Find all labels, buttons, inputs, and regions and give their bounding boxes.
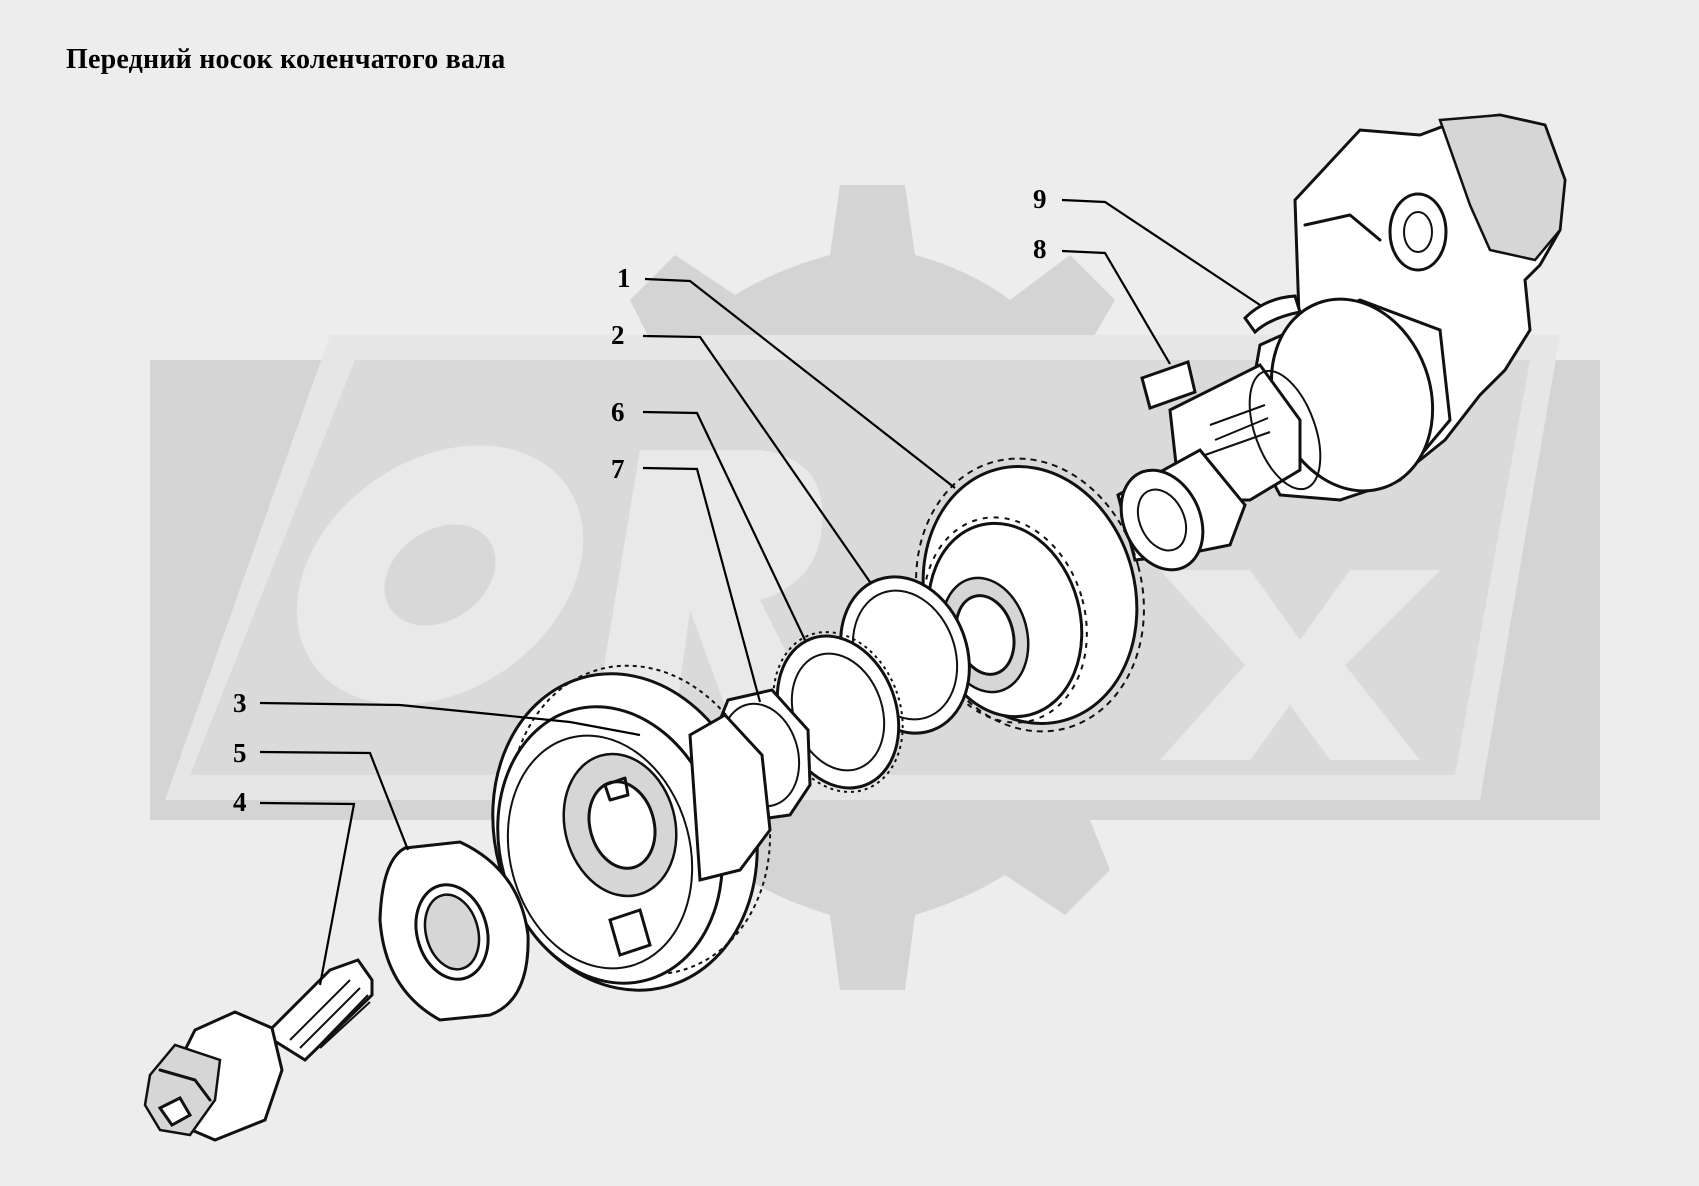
leader-6	[642, 410, 806, 641]
leader-3	[259, 701, 641, 737]
leader-7	[642, 466, 762, 703]
leader-8	[1061, 249, 1171, 365]
callout-2: 2	[611, 320, 625, 350]
part-4-ratchet-bolt	[143, 958, 374, 1142]
crankshaft-nose	[1116, 113, 1567, 572]
leader-1	[644, 277, 956, 489]
diagram-title: Передний носок коленчатого вала	[66, 44, 506, 75]
callout-7: 7	[611, 454, 625, 484]
leader-2	[642, 334, 871, 583]
callouts: 1 2 6 7 8 9 3 5 4	[233, 184, 1261, 986]
callout-1: 1	[617, 263, 631, 293]
callout-6: 6	[611, 397, 625, 427]
callout-4: 4	[233, 787, 247, 817]
part-9-woodruff-key	[1243, 294, 1302, 335]
leader-4	[259, 801, 356, 986]
watermark-letter-r	[595, 450, 823, 720]
part-3-pulley	[491, 664, 772, 992]
leader-5	[259, 750, 410, 851]
part-5-washer	[378, 840, 530, 1022]
callout-8: 8	[1033, 234, 1047, 264]
callout-3: 3	[233, 688, 247, 718]
leader-9	[1061, 198, 1261, 306]
watermark-letter-x	[1160, 570, 1440, 760]
callout-5: 5	[233, 738, 247, 768]
callout-9: 9	[1033, 184, 1047, 214]
part-8-key	[1140, 360, 1197, 410]
